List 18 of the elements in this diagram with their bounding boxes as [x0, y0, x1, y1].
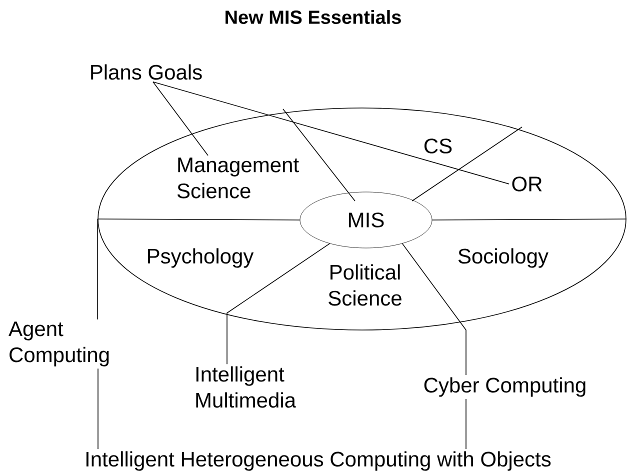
title: New MIS Essentials	[226, 10, 401, 24]
text-label: Cyber Computing	[424, 377, 586, 397]
field-label: Psychology	[148, 248, 254, 268]
text-label: Intelligent Multimedia	[196, 366, 296, 408]
field-label: Sociology	[458, 248, 548, 268]
text-label: Intelligent Heterogeneous Computing with Objects	[86, 451, 551, 471]
connector-line	[226, 243, 330, 364]
leader-text: Plans Goals	[91, 64, 202, 80]
outer-ellipse	[98, 108, 626, 330]
field-label: OR	[512, 176, 542, 192]
field-label: Management Science	[177, 158, 299, 198]
leader-line	[152, 82, 510, 184]
text-label: Agent Computing	[8, 322, 109, 366]
field-label: CS	[424, 138, 452, 154]
field-label: Political Science	[328, 264, 402, 306]
connector-line	[97, 218, 98, 320]
leader-line	[152, 82, 208, 156]
connector-line	[402, 243, 466, 376]
